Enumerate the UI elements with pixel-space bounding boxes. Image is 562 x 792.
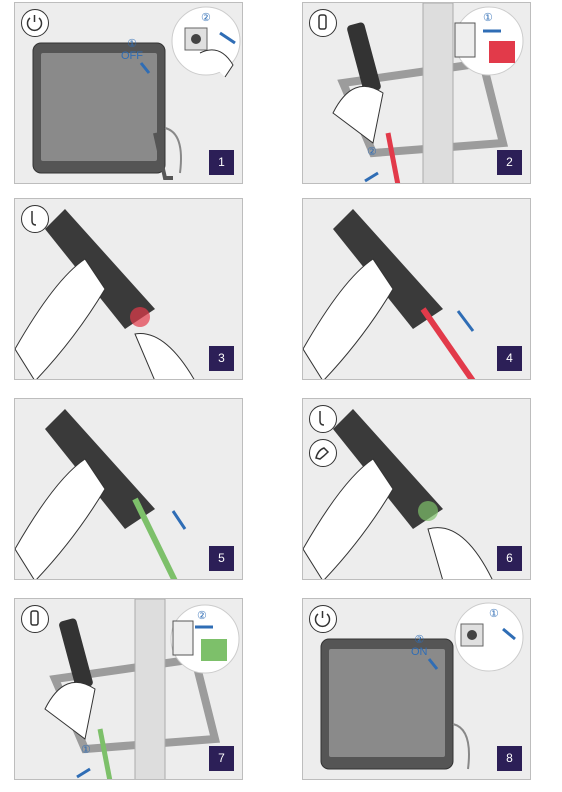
step-3-panel: 3: [14, 198, 243, 380]
callout-marker: ②: [367, 146, 377, 158]
probe-tip-icon: [309, 405, 337, 433]
step-number-badge: 3: [209, 346, 234, 371]
monitor-power-off-illustration: [32, 6, 241, 180]
step-1-callout-1: ① OFF: [121, 37, 143, 62]
step-2-callout-1: ①: [483, 11, 493, 24]
step-1-callout-2: ②: [201, 11, 211, 24]
step-8-callout-1: ①: [489, 607, 499, 620]
step-7-callout-2: ②: [197, 609, 207, 622]
step-4-panel: 4: [302, 198, 531, 380]
cable-connect-illustration: [15, 409, 187, 579]
step-number-badge: 8: [497, 746, 522, 771]
power-icon: [309, 605, 337, 633]
step-7-panel: ② ① 7: [14, 598, 243, 780]
step-5-panel: 5: [14, 398, 243, 580]
step-6-panel: 6: [302, 398, 531, 580]
callout-marker: ②: [197, 610, 207, 622]
step-number-badge: 6: [497, 546, 522, 571]
callout-label-on: ON: [411, 646, 428, 658]
step-2-panel: ① ② 2: [302, 2, 531, 184]
step-8-callout-2: ② ON: [411, 633, 428, 658]
monitor-power-on-illustration: [320, 602, 524, 770]
probe-tip-icon: [21, 205, 49, 233]
callout-marker: ①: [127, 38, 137, 50]
callout-marker: ②: [414, 634, 425, 646]
step-number-badge: 4: [497, 346, 522, 371]
probe-unlock-illustration: [15, 209, 195, 379]
probe-removal-illustration: [332, 3, 524, 183]
hand-icon: [309, 439, 337, 467]
step-1-panel: ① OFF ② 1: [14, 2, 243, 184]
step-7-callout-1: ①: [81, 743, 91, 756]
cable-disconnect-illustration: [303, 209, 476, 379]
step-number-badge: 7: [209, 746, 234, 771]
probe-return-illustration: [44, 599, 240, 779]
callout-marker: ①: [81, 744, 91, 756]
step-number-badge: 2: [497, 150, 522, 175]
step-number-badge: 1: [209, 150, 234, 175]
step-8-panel: ① ② ON 8: [302, 598, 531, 780]
probe-lock-illustration: [303, 409, 493, 579]
callout-marker: ②: [201, 12, 211, 24]
probe-holder-icon: [309, 9, 337, 37]
step-number-badge: 5: [209, 546, 234, 571]
step-2-callout-2: ②: [367, 145, 377, 158]
callout-marker: ①: [489, 608, 499, 620]
probe-holder-icon: [21, 605, 49, 633]
callout-label-off: OFF: [121, 50, 143, 62]
power-icon: [21, 9, 49, 37]
callout-marker: ①: [483, 12, 493, 24]
